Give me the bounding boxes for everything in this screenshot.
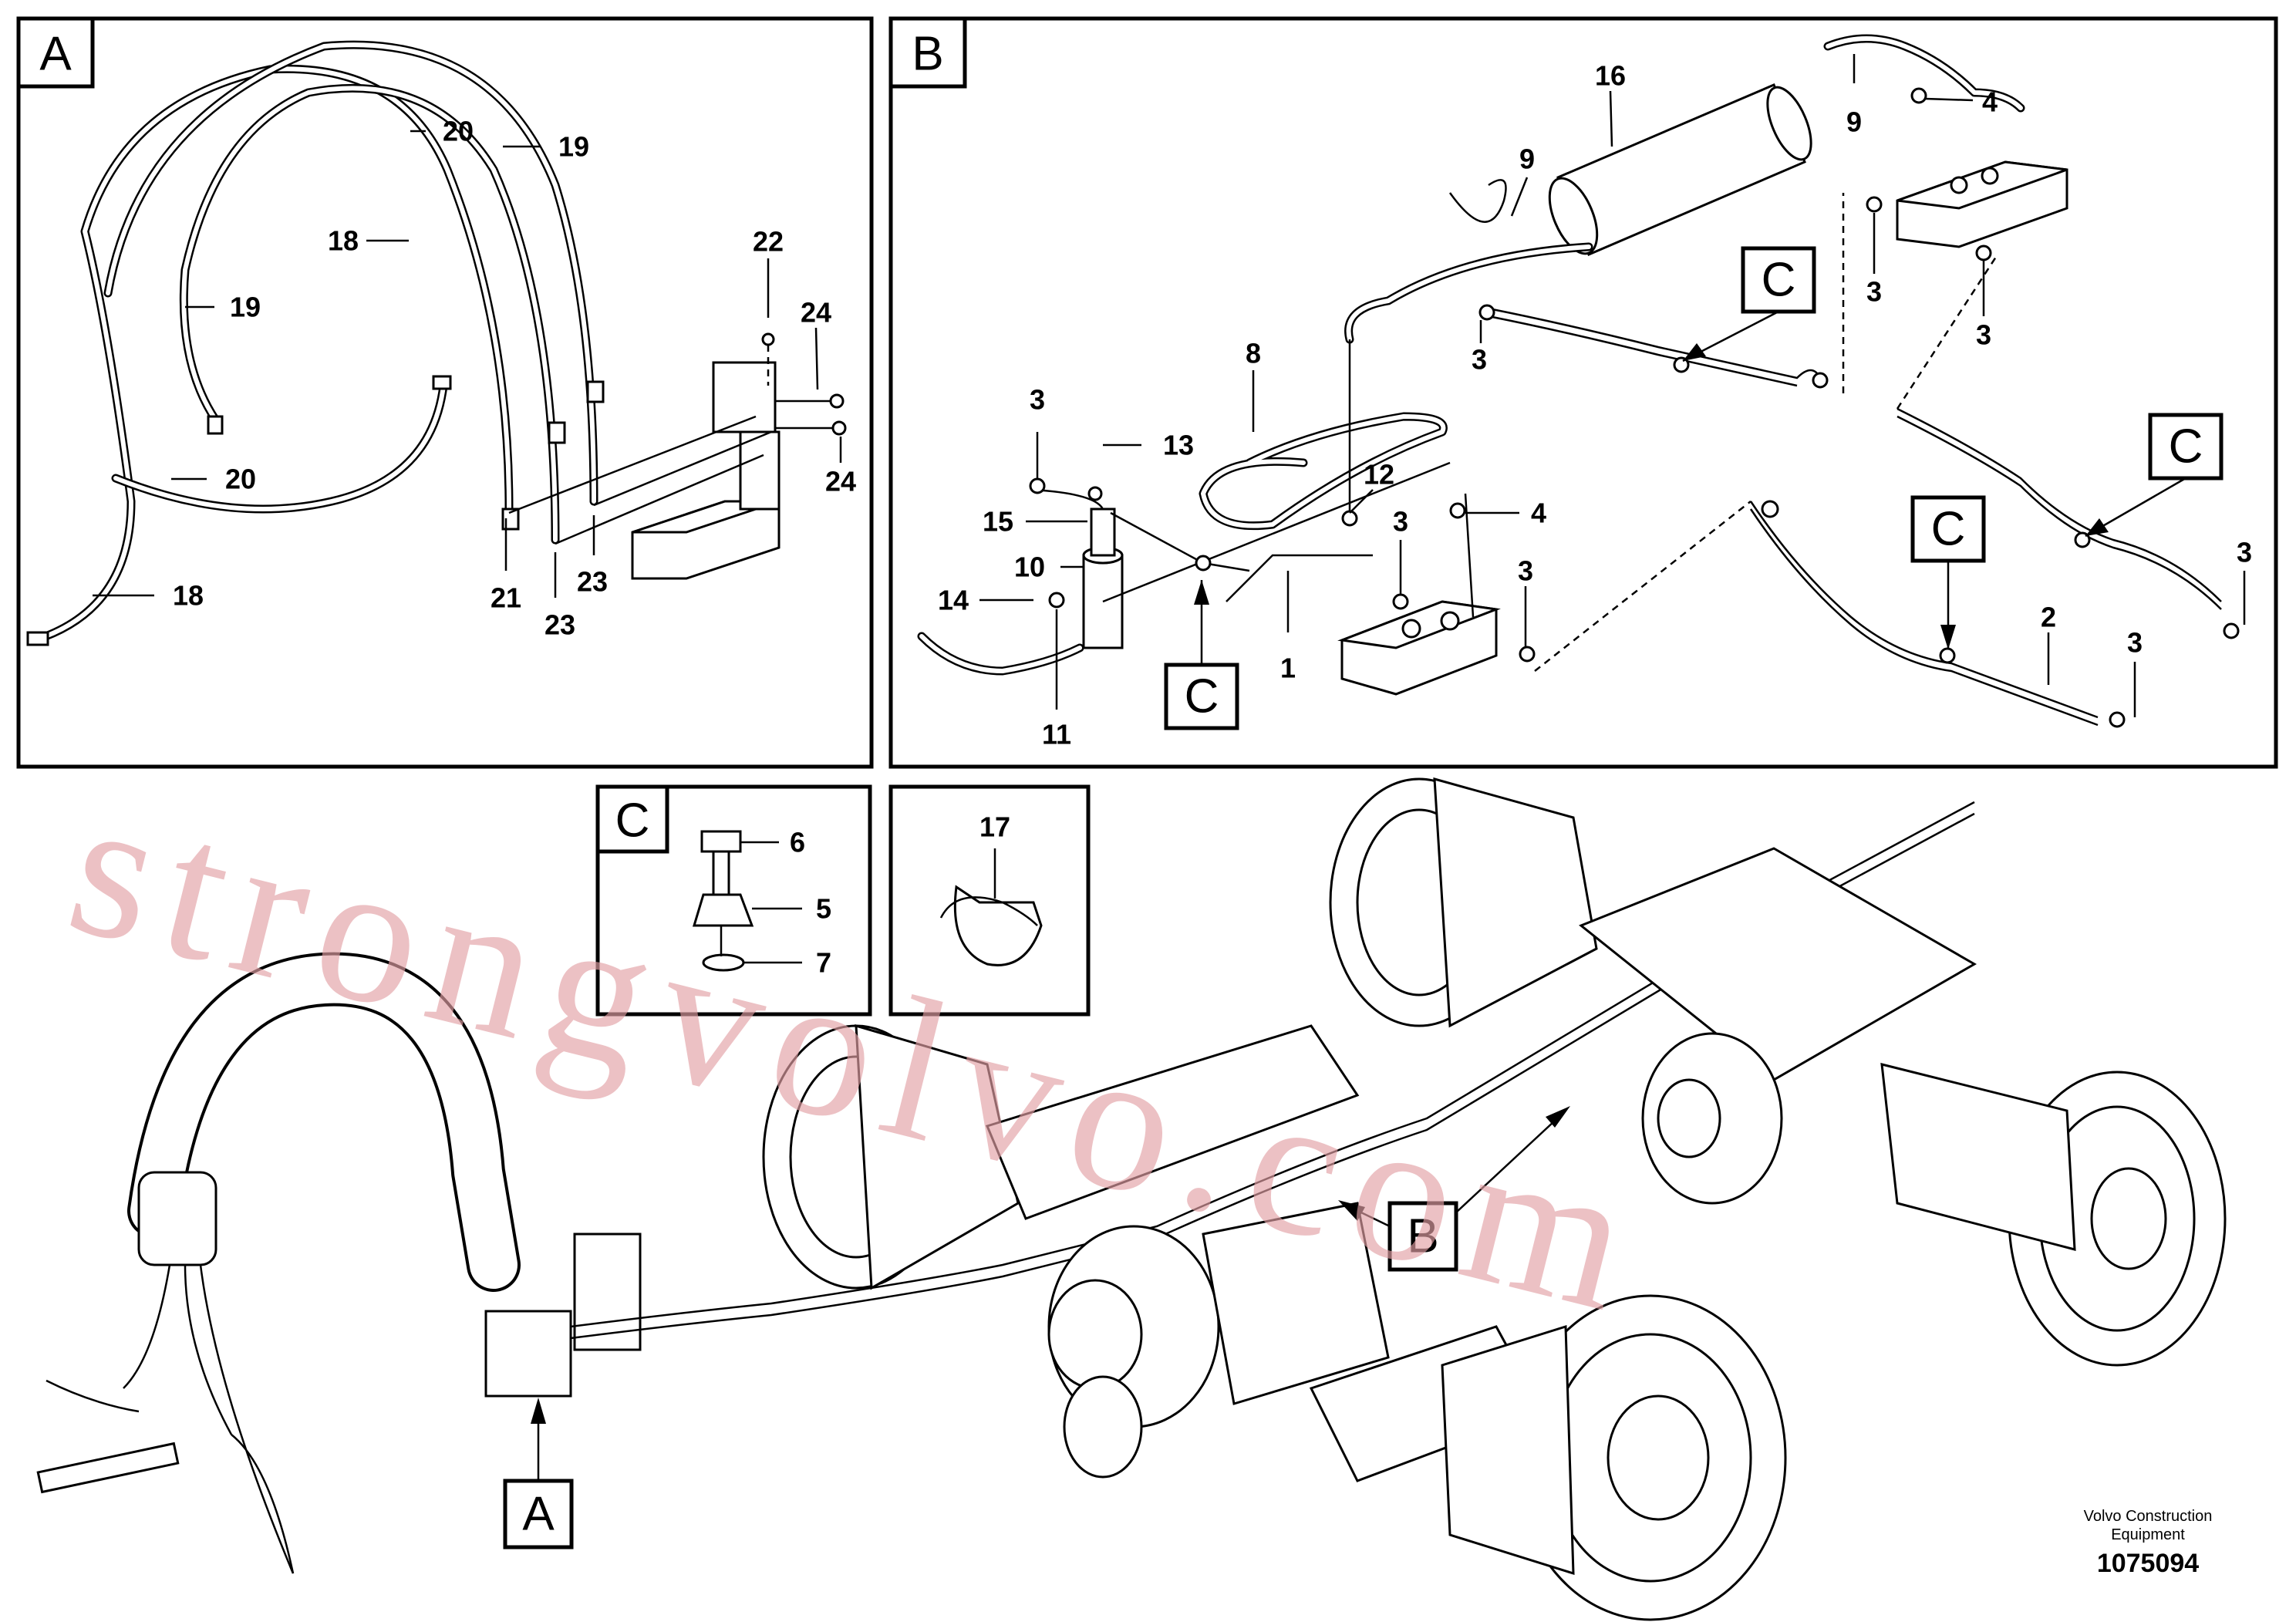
panel-b-lines (917, 34, 2240, 728)
accumulator (1448, 83, 1812, 256)
callout-13: 13 (1163, 430, 1194, 461)
callout-19: 19 (230, 292, 261, 323)
sub-tag-c: C (1931, 503, 1966, 556)
callout-1: 1 (1280, 653, 1296, 684)
callout-9: 9 (1519, 143, 1535, 175)
drawing-number: 1075094 (2097, 1549, 2199, 1578)
callout-9: 9 (1846, 106, 1862, 138)
callout-7: 7 (816, 947, 831, 979)
callout-24: 24 (825, 466, 856, 497)
main-tag-b: B (1407, 1210, 1438, 1263)
panel-a-callouts: 18 18 19 19 20 20 21 22 23 23 24 24 (93, 116, 856, 641)
callout-5: 5 (816, 893, 831, 925)
panel-b-callouts: 1 2 3 3 3 3 3 3 3 3 4 4 8 9 (938, 54, 2252, 750)
callout-23: 23 (544, 609, 575, 641)
callout-21: 21 (491, 582, 521, 614)
callout-18: 18 (173, 580, 204, 612)
sensor-assembly (1082, 508, 1124, 649)
panel-b-frame (888, 16, 2278, 769)
rear-right-hub (1880, 1063, 2227, 1367)
callout-17: 17 (979, 811, 1010, 843)
callout-4: 4 (1531, 497, 1546, 529)
panel-c: C 6 5 7 (595, 784, 872, 1017)
panel-b-tag-box (888, 16, 967, 89)
lower-valve-block (1337, 600, 1501, 696)
callout-19: 19 (558, 131, 589, 163)
callout-3: 3 (1393, 506, 1408, 538)
rear-upper-axle (1329, 777, 1977, 1081)
callout-18: 18 (328, 225, 359, 257)
callout-20: 20 (225, 464, 256, 495)
panel-detail-17-frame (888, 784, 1091, 1017)
callout-3: 3 (1866, 276, 1882, 308)
panel-a-frame (16, 16, 874, 769)
callout-8: 8 (1246, 338, 1261, 369)
callout-16: 16 (1595, 60, 1626, 92)
callout-3: 3 (2237, 537, 2252, 568)
callout-10: 10 (1014, 551, 1045, 583)
panel-b-tag: B (912, 28, 943, 81)
front-axle (762, 1023, 1360, 1290)
panel-c-tag: C (615, 794, 650, 848)
front-right-hub (1441, 1294, 1787, 1621)
panel-a-valve-block (508, 332, 847, 580)
panel-detail-17: 17 (888, 784, 1091, 1017)
panel-b-c-tags: C C C C (1164, 246, 2224, 730)
callout-4: 4 (1982, 86, 1998, 118)
callout-11: 11 (1042, 719, 1071, 750)
callout-14: 14 (938, 585, 969, 616)
main-tag-a: A (522, 1488, 555, 1541)
brand-line-1: Volvo Construction (2084, 1508, 2213, 1525)
upper-valve-block (1896, 160, 2068, 248)
callout-23: 23 (577, 566, 608, 598)
sub-tag-c: C (1185, 670, 1219, 723)
clamp-hardware (692, 830, 802, 972)
callout-3: 3 (1030, 384, 1045, 416)
brand-line-2: Equipment (2111, 1526, 2185, 1543)
main-assembly-view: A B (36, 777, 2227, 1621)
callout-3: 3 (1472, 344, 1487, 376)
callout-2: 2 (2041, 602, 2056, 633)
panel-a: A (16, 16, 874, 769)
panel-c-frame (595, 784, 872, 1017)
sub-tag-c: C (2169, 420, 2203, 474)
callout-3: 3 (1976, 319, 1991, 351)
callout-3: 3 (1518, 555, 1533, 587)
panel-a-hoses (26, 40, 605, 646)
panel-a-tag-box (16, 16, 95, 89)
callout-6: 6 (790, 827, 805, 858)
callout-20: 20 (443, 116, 474, 147)
main-tag-b-box (1387, 1201, 1458, 1272)
panel-a-tag: A (39, 28, 72, 81)
footer: Volvo Construction Equipment 1075094 (2084, 1508, 2213, 1578)
callout-22: 22 (753, 226, 784, 258)
sub-tag-c: C (1762, 254, 1796, 307)
callout-15: 15 (983, 506, 1013, 538)
callout-24: 24 (801, 297, 831, 329)
callout-12: 12 (1364, 459, 1394, 491)
callout-3: 3 (2127, 627, 2143, 659)
panel-b: B (888, 16, 2278, 769)
panel-c-tag-box (595, 784, 669, 854)
